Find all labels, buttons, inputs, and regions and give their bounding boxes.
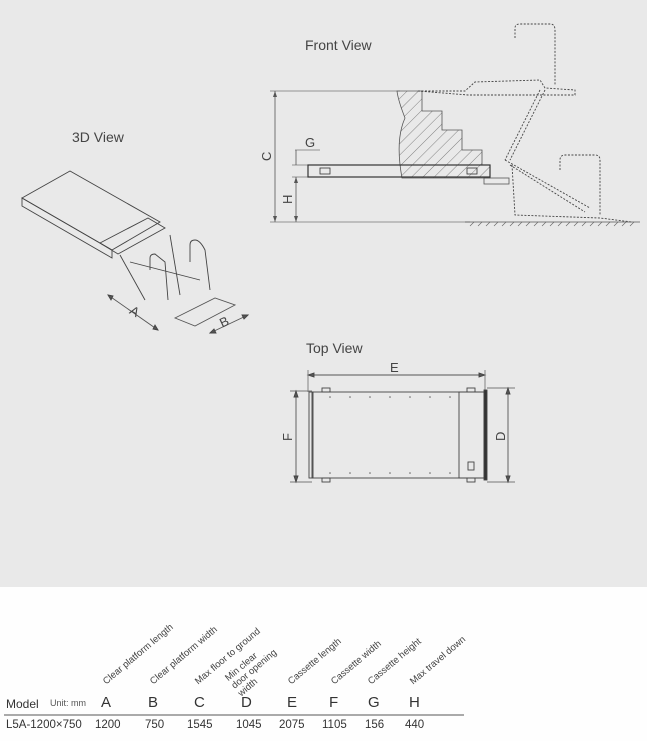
col-letter-g: G [368, 694, 380, 711]
col-letter-e: E [287, 694, 298, 711]
front-view-title: Front View [305, 37, 372, 53]
front-label-g: G [305, 135, 315, 150]
cell-h: 440 [405, 719, 425, 731]
col-letter-b: B [148, 694, 159, 711]
top-label-f: F [280, 433, 295, 441]
col-letter-h: H [409, 694, 420, 711]
front-label-c: C [259, 152, 274, 161]
cell-a: 1200 [95, 719, 121, 731]
cell-c: 1545 [187, 719, 213, 731]
top-label-d: D [493, 432, 508, 441]
3d-view-drawing [21, 170, 250, 334]
front-label-h: H [280, 195, 295, 204]
cell-g: 156 [365, 719, 385, 731]
cell-f: 1105 [322, 719, 347, 731]
col-letter-f: F [329, 694, 339, 711]
cell-d: 1045 [236, 719, 262, 731]
unit-label: Unit: mm [50, 698, 86, 708]
spec-table: Clear platform length Clear platform wid… [0, 587, 647, 741]
cell-model: L5A-1200×750 [6, 719, 82, 731]
top-label-e: E [390, 360, 399, 375]
top-view-drawing [290, 370, 515, 484]
col-letter-d: D [241, 694, 252, 711]
col-letter-a: A [101, 694, 112, 711]
cell-b: 750 [145, 719, 165, 731]
top-view-title: Top View [306, 340, 363, 356]
table-divider [4, 714, 464, 716]
front-view-drawing: C G H A B [21, 23, 640, 484]
technical-drawing-area: Front View 3D View Top View [0, 0, 647, 587]
model-header: Model [6, 697, 39, 711]
3d-view-title: 3D View [72, 129, 124, 145]
cell-e: 2075 [279, 719, 305, 731]
col-letter-c: C [194, 694, 205, 711]
3d-label-b: B [217, 313, 231, 330]
